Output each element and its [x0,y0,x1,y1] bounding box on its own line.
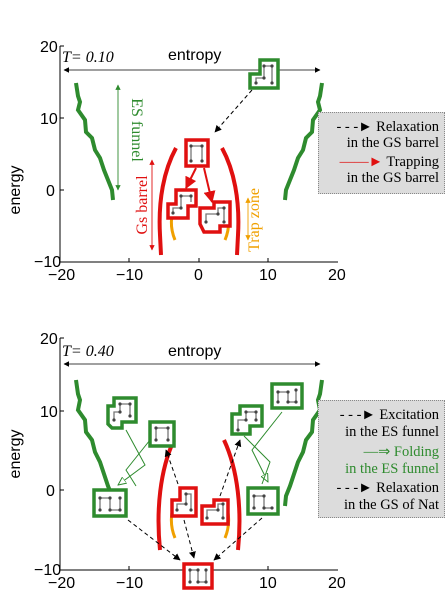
panel-bottom-ytick-20: 20 [40,331,58,348]
panel-top-ytick-10: 10 [40,111,58,128]
panel-bottom-ytick-m10: −10 [34,562,61,579]
panel-top-gs-barrel-label: Gs barrel [134,175,151,235]
panel-bottom-barrel-left [156,439,176,551]
panel-top: 20 10 0 −10 −20 −10 0 10 20 energy T= 0.… [7,39,346,284]
panel-top-conformation-top [248,58,280,90]
legend-trapping-line2: in the GS barrel [346,170,439,186]
panel-top-entropy-label: entropy [168,47,221,64]
legend-relaxation-line2: in the GS barrel [346,135,439,151]
panel-bottom-fold-arrow-right-1 [251,411,283,482]
panel-top-ylabel: energy [7,166,24,215]
panel-top-ytick-20: 20 [40,39,58,56]
legend-trapping-row: ——► Trapping [340,154,439,171]
legend-relaxation-gs-line2: in the GS of Nat [343,497,439,513]
panel-bottom-ytick-10: 10 [40,404,58,421]
dashed-arrow-icon: - - -► [339,407,376,423]
panel-bottom-legend: - - -► Excitation in the ES funnel —⇒ Fo… [318,400,445,518]
panel-top-ytick-0: 0 [46,183,55,200]
panel-bottom-relax-arrow-2 [213,517,263,561]
panel-top-xtick-m20: −20 [48,267,75,284]
panel-top-axes [59,45,338,263]
panel-bottom-excite-arrow-1 [164,449,179,485]
panel-top-barrel-left [157,147,178,256]
legend-excitation-row: - - -► Excitation [340,407,439,424]
panel-top-temperature: T= 0.10 [62,49,114,66]
panel-bottom-conformation-upper-left [106,396,138,430]
dashed-arrow-icon: - - -► [336,119,373,135]
panel-top-funnel-right [283,82,324,201]
panel-bottom-relax-arrow-3 [183,519,196,559]
panel-bottom-fold-arrow-left-2 [125,439,151,487]
panel-bottom-conformation-barrel-right [200,498,230,526]
panel-top-es-funnel-label: ES funnel [128,98,145,162]
legend-trapping-label: Trapping [386,154,439,170]
panel-bottom-xtick-10: 10 [259,575,277,592]
legend-relaxation-gs-row: - - -► Relaxation [336,480,439,497]
hollow-green-arrow-icon: —⇒ [363,444,391,460]
red-arrow-icon: ——► [339,154,383,170]
panel-bottom-ylabel: energy [7,430,24,479]
legend-folding-label: Folding [393,444,439,460]
panel-top-conformation-right [198,200,232,234]
panel-bottom-fold-arrow-right-2 [243,435,271,485]
panel-bottom-xtick-20: 20 [328,575,346,592]
panel-top-ytick-m10: −10 [34,254,61,271]
panel-bottom-temperature: T= 0.40 [62,343,114,360]
legend-relaxation-label: Relaxation [376,119,439,135]
panel-bottom-conformation-barrel-left [170,486,198,518]
panel-top-xtick-10: 10 [259,267,277,284]
panel-top-legend: - - -► Relaxation in the GS barrel ——► T… [318,112,445,194]
legend-excitation-label: Excitation [379,407,439,423]
panel-bottom-entropy-label: entropy [168,343,221,360]
panel-bottom-conformation-upper-right [270,382,304,410]
panel-bottom-axes [59,337,338,571]
panel-top-barrel-right [220,147,241,256]
panel-bottom: 20 10 0 −10 −20 −10 0 10 20 energy T= 0.… [7,331,346,592]
panel-bottom-relax-arrow-1 [127,519,181,561]
panel-bottom-xtick-m10: −10 [116,575,143,592]
legend-relaxation-row: - - -► Relaxation [336,119,439,136]
panel-top-funnel-left [74,82,115,201]
panel-top-trap-zone-label: Trap zone [246,188,263,252]
panel-bottom-funnel-left [74,379,115,507]
panel-bottom-conformation-mid-left [148,420,176,448]
panel-bottom-xtick-m20: −20 [48,575,75,592]
dashed-arrow-icon: - - -► [336,480,373,496]
panel-top-xtick-m10: −10 [116,267,143,284]
legend-excitation-line2: in the ES funnel [345,424,439,440]
panel-bottom-conformation-low-left [92,488,128,518]
panel-bottom-conformation-mid-right [230,404,264,436]
panel-top-trap-arrow-1 [185,167,197,190]
legend-folding-row: —⇒ Folding [364,444,439,461]
panel-top-trap-arrow-2 [203,167,216,204]
panel-bottom-conformation-low-right [246,486,280,516]
panel-bottom-barrel-right [222,439,242,551]
panel-bottom-fold-arrow-left-1 [118,429,146,485]
panel-bottom-excite-arrow-2 [219,439,242,497]
panel-top-relax-arrow-1 [214,89,253,133]
panel-bottom-ytick-0: 0 [46,483,55,500]
panel-bottom-conformation-bottom [182,562,214,590]
panel-top-conformation-center [184,138,210,168]
panel-top-xtick-0: 0 [194,267,203,284]
panel-top-conformation-left [166,188,198,220]
panel-top-xtick-20: 20 [328,267,346,284]
legend-folding-line2: in the ES funnel [345,461,439,477]
legend-relaxation-gs-label: Relaxation [376,480,439,496]
